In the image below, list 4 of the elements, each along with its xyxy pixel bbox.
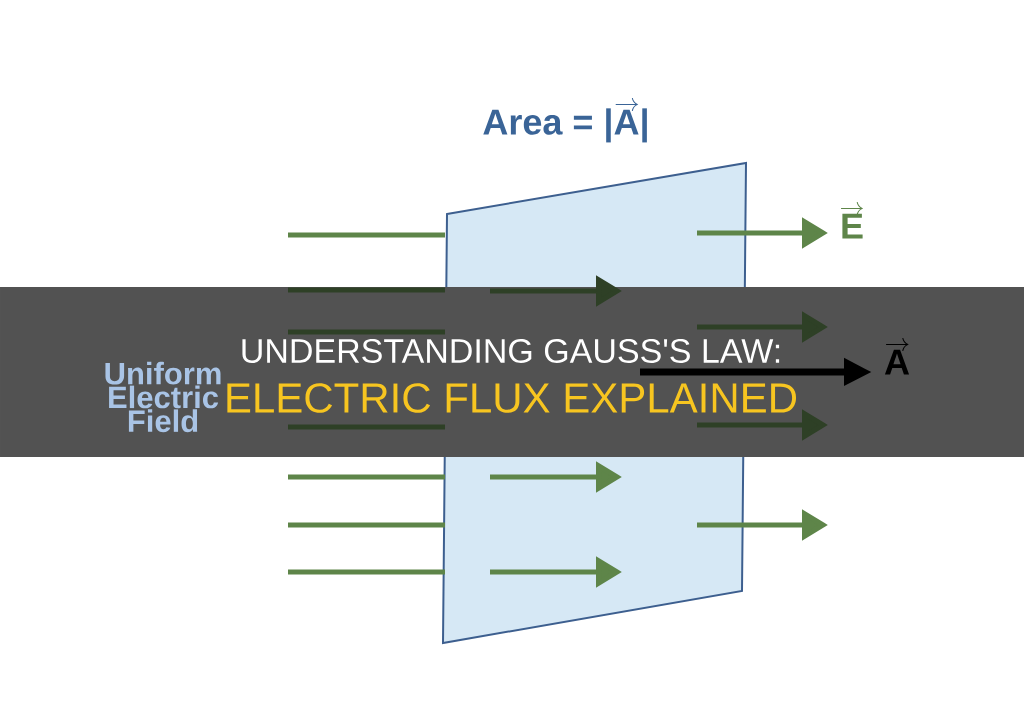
node-label: $\textbf{Area = |}\overrightarrow{\textbf{A}}\textbf{|}$: [483, 98, 647, 143]
field-label: Uniform Electric Field: [105, 361, 221, 433]
vector-label: $\overrightarrow{\textbf{A}}$: [884, 338, 910, 375]
vector-label: $\overrightarrow{\textbf{E}}$: [840, 202, 863, 239]
